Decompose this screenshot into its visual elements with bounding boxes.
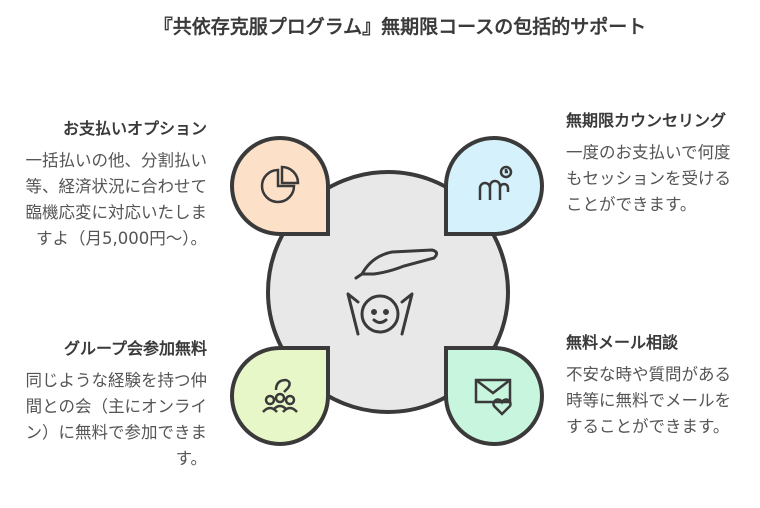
mail-petal	[444, 346, 544, 446]
people-clock-icon	[478, 165, 513, 200]
mail-title: 無料メール相談	[566, 333, 679, 352]
mail-heart-icon	[474, 378, 512, 416]
counseling-title: 無期限カウンセリング	[566, 111, 727, 130]
pie-chart-icon	[260, 165, 300, 204]
counseling-text: 一度のお支払いで何度もセッションを受けることができます。	[566, 143, 731, 214]
payment-options-block: お支払いオプション 一括払いの他、分割払い等、経済状況に合わせて臨機応変に対応い…	[22, 118, 208, 252]
group-text: 同じような経験を持つ仲間との会（主にオンライン）に無料で参加できます。	[25, 371, 208, 468]
group-icon	[262, 378, 298, 413]
mail-text: 不安な時や質問がある時等に無料でメールをすることができます。	[566, 365, 731, 436]
payment-options-title: お支払いオプション	[62, 119, 207, 138]
group-petal	[230, 346, 330, 446]
page-title: 『共依存克服プログラム』無期限コースの包括的サポート	[153, 16, 647, 38]
group-block: グループ会参加無料 同じような経験を持つ仲間との会（主にオンライン）に無料で参加…	[22, 338, 208, 472]
mail-block: 無料メール相談 不安な時や質問がある時等に無料でメールをすることができます。	[566, 332, 736, 440]
counseling-petal	[444, 136, 544, 236]
payment-options-text: 一括払いの他、分割払い等、経済状況に合わせて臨機応変に対応いたしますよ（月5,0…	[25, 151, 208, 248]
group-title: グループ会参加無料	[63, 339, 207, 358]
caring-hand-child-icon	[346, 248, 439, 336]
counseling-block: 無期限カウンセリング 一度のお支払いで何度もセッションを受けることができます。	[566, 110, 736, 218]
payment-petal	[230, 136, 330, 236]
